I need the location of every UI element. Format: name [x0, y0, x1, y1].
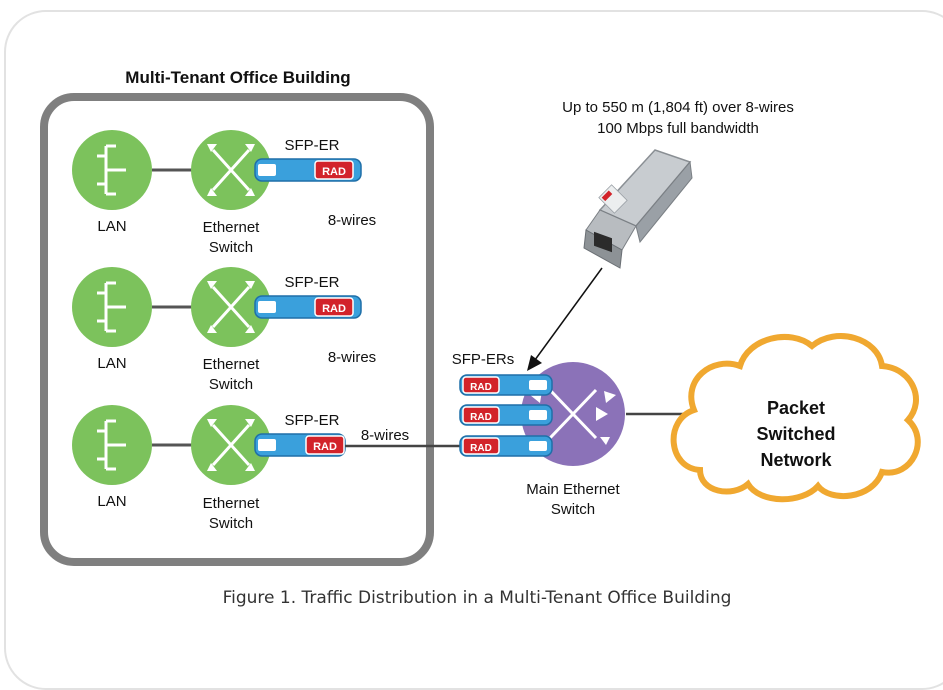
pointer-arrow-line — [531, 267, 603, 365]
wires-label: 8-wires — [328, 212, 376, 229]
spec-distance: Up to 550 m (1,804 ft) over 8-wires — [562, 99, 794, 116]
sfp-er-label: SFP-ER — [284, 137, 339, 154]
packet-switched-network-cloud: Packet Switched Network — [670, 333, 921, 503]
pointer-arrow-head — [527, 355, 542, 371]
building-outline — [40, 93, 434, 566]
switch-label-line2: Switch — [209, 239, 253, 256]
lan-icon — [70, 403, 154, 487]
tenant-row-3: RAD LAN Ethernet Switch SFP-ER 8-wires — [70, 403, 409, 532]
main-sfp-module-2: RAD — [459, 404, 553, 426]
main-sfp-module-3: RAD — [459, 435, 553, 457]
cloud-icon — [670, 333, 921, 503]
lan-label: LAN — [97, 218, 126, 235]
sfp-brand: RAD — [322, 303, 346, 315]
building-title: Multi-Tenant Office Building — [125, 68, 350, 87]
switch-label-line1: Ethernet — [203, 356, 261, 373]
switch-label-line1: Ethernet — [203, 495, 261, 512]
switch-label-line2: Switch — [209, 515, 253, 532]
switch-label-line1: Ethernet — [203, 219, 261, 236]
wires-label: 8-wires — [361, 427, 409, 444]
sfp-ers-label: SFP-ERs — [452, 351, 515, 368]
wires-label: 8-wires — [328, 349, 376, 366]
sfp-brand: RAD — [470, 382, 492, 393]
sfp-brand: RAD — [313, 441, 337, 453]
cloud-label-line2: Switched — [756, 424, 835, 444]
sfp-brand: RAD — [470, 443, 492, 454]
sfp-er-label: SFP-ER — [284, 274, 339, 291]
lan-icon — [70, 128, 154, 212]
sfp-er-label: SFP-ER — [284, 412, 339, 429]
tenant-row-1: RAD LAN Ethernet Switch SFP-ER 8-wires — [70, 128, 376, 256]
tenant-row-2: RAD LAN Ethernet Switch SFP-ER 8-wires — [70, 265, 376, 393]
figure-caption: Figure 1. Traffic Distribution in a Mult… — [223, 588, 732, 608]
main-switch-label-line2: Switch — [551, 501, 595, 518]
network-diagram: Multi-Tenant Office Building RAD LAN Eth… — [40, 68, 921, 608]
main-sfp-module-1: RAD — [459, 374, 553, 396]
lan-label: LAN — [97, 355, 126, 372]
cloud-label-line1: Packet — [767, 398, 825, 418]
sfp-er-module: RAD — [254, 158, 362, 182]
main-switch-label-line1: Main Ethernet — [526, 481, 620, 498]
sfp-er-module: RAD — [254, 295, 362, 319]
sfp-brand: RAD — [470, 412, 492, 423]
sfp-module-illustration — [583, 149, 693, 269]
switch-label-line2: Switch — [209, 376, 253, 393]
sfp-brand: RAD — [322, 166, 346, 178]
spec-bandwidth: 100 Mbps full bandwidth — [597, 120, 759, 137]
lan-label: LAN — [97, 493, 126, 510]
lan-icon — [70, 265, 154, 349]
cloud-label-line3: Network — [760, 450, 832, 470]
sfp-er-module: RAD — [254, 433, 346, 457]
